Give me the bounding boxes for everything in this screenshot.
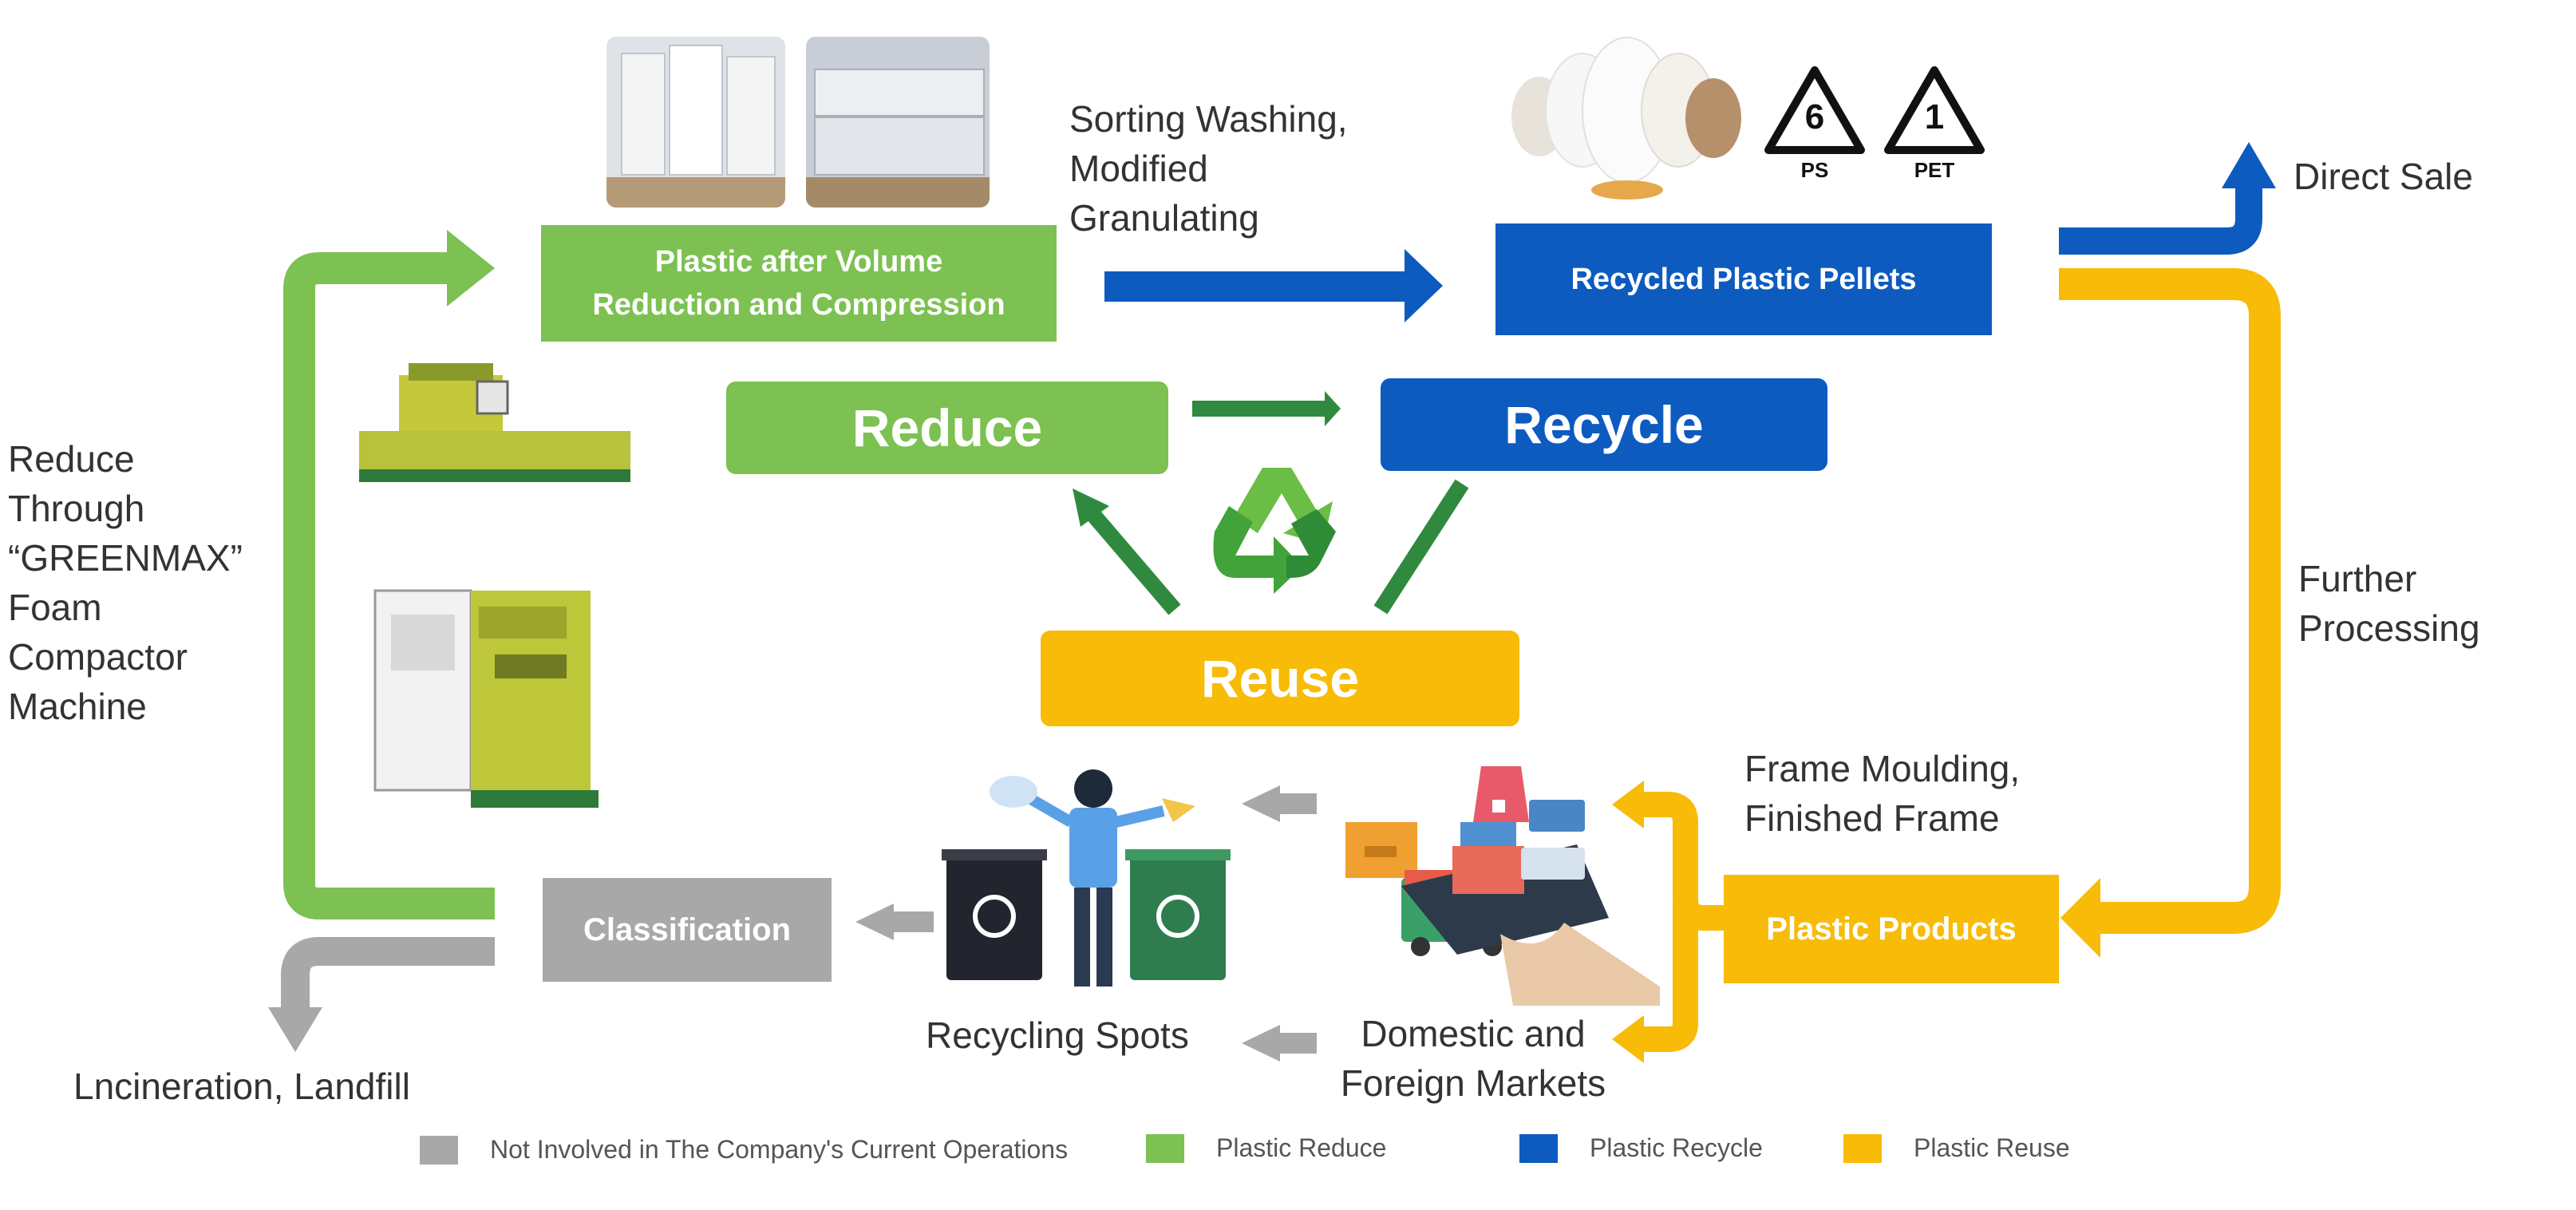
reduce-loop-arrow bbox=[283, 252, 495, 919]
legend-swatch-blue bbox=[1519, 1133, 1558, 1163]
recycle-flow-arrowhead bbox=[1405, 249, 1443, 322]
pellets-box: Recycled Plastic Pellets bbox=[1495, 223, 1992, 335]
legend-item-reuse: Plastic Reuse bbox=[1843, 1133, 2070, 1163]
direct-sale-arrowhead bbox=[2222, 142, 2276, 188]
incineration-arrowhead bbox=[268, 1007, 322, 1052]
legend-swatch-gray bbox=[420, 1135, 458, 1165]
markets-label: Domestic and Foreign Markets bbox=[1340, 1013, 1606, 1104]
ps-resin-label: PS bbox=[1800, 158, 1829, 182]
compressed-foam-photo-left bbox=[606, 37, 785, 208]
markets-arrowhead bbox=[1612, 1015, 1644, 1063]
ps-resin-number: 6 bbox=[1804, 97, 1825, 136]
markets-bracket-arrow bbox=[1641, 902, 1698, 1052]
foam-compactor-machine-icon bbox=[359, 363, 630, 808]
frame-moulding-label: Frame Moulding, Finished Frame bbox=[1744, 748, 2021, 839]
gray-arrow-top-shaft bbox=[1277, 793, 1317, 814]
further-processing-label: Further Processing bbox=[2298, 558, 2480, 649]
sorting-washing-label: Sorting Washing, Modified Granulating bbox=[1069, 98, 1348, 239]
products-bracket-arrow bbox=[1641, 792, 1724, 931]
legend-swatch-green bbox=[1146, 1133, 1184, 1163]
classification-box: Classification bbox=[543, 878, 832, 982]
greenmax-label: Reduce Through “GREENMAX” Foam Compactor… bbox=[8, 438, 243, 727]
gray-arrow-markets-to-spots-head bbox=[1242, 1025, 1280, 1062]
recycle-to-reuse-arrow bbox=[1373, 479, 1469, 615]
legend-label-recycle: Plastic Recycle bbox=[1590, 1133, 1763, 1162]
reuse-to-reduce-arrowhead bbox=[1073, 488, 1109, 527]
legend-label-reuse: Plastic Reuse bbox=[1914, 1133, 2070, 1162]
pet-resin-code-icon: 1 PET bbox=[1879, 61, 1990, 188]
gray-arrow-top-head bbox=[1242, 785, 1280, 822]
legend-label-reduce: Plastic Reduce bbox=[1216, 1133, 1387, 1162]
plastic-pellets-photo bbox=[1505, 29, 1749, 216]
legend-item-not-involved: Not Involved in The Company's Current Op… bbox=[420, 1135, 1068, 1165]
frame-arrowhead bbox=[1612, 781, 1644, 828]
pet-resin-label: PET bbox=[1914, 158, 1955, 182]
recycle-flow-arrow bbox=[1104, 271, 1408, 302]
direct-sale-arrow bbox=[2059, 185, 2262, 255]
gray-arrow-to-classification-shaft bbox=[891, 911, 934, 932]
recycling-bins-icon bbox=[942, 769, 1231, 987]
gray-arrow-to-classification-head bbox=[855, 904, 894, 940]
ps-resin-code-icon: 6 PS bbox=[1759, 61, 1871, 188]
gray-arrow-markets-to-spots-shaft bbox=[1277, 1033, 1317, 1054]
compressed-foam-photo-right bbox=[806, 37, 990, 208]
reuse-box: Reuse bbox=[1041, 631, 1519, 726]
legend-item-recycle: Plastic Recycle bbox=[1519, 1133, 1763, 1163]
recycle-symbol-icon bbox=[1213, 468, 1336, 594]
reduce-box: Reduce bbox=[726, 382, 1168, 474]
reuse-to-reduce-arrow bbox=[1082, 504, 1181, 615]
legend-swatch-yellow bbox=[1843, 1133, 1882, 1163]
reduce-to-recycle-arrow bbox=[1192, 401, 1331, 417]
further-processing-arrow bbox=[2059, 268, 2281, 934]
compression-box: Plastic after Volume Reduction and Compr… bbox=[541, 225, 1057, 342]
direct-sale-label: Direct Sale bbox=[2294, 156, 2473, 197]
legend-label-not-involved: Not Involved in The Company's Current Op… bbox=[490, 1135, 1069, 1164]
online-shopping-icon bbox=[1345, 766, 1660, 1006]
further-processing-arrowhead bbox=[2060, 878, 2100, 958]
plastic-products-box: Plastic Products bbox=[1724, 875, 2059, 983]
legend-item-reduce: Plastic Reduce bbox=[1146, 1133, 1386, 1163]
incineration-arrow bbox=[281, 937, 495, 1010]
recycling-spots-label: Recycling Spots bbox=[926, 1014, 1189, 1056]
incineration-label: Lncineration, Landfill bbox=[73, 1066, 410, 1107]
recycle-box: Recycle bbox=[1381, 378, 1827, 471]
reduce-loop-arrowhead bbox=[447, 230, 495, 306]
reduce-to-recycle-arrowhead bbox=[1325, 391, 1341, 426]
pet-resin-number: 1 bbox=[1924, 97, 1945, 136]
